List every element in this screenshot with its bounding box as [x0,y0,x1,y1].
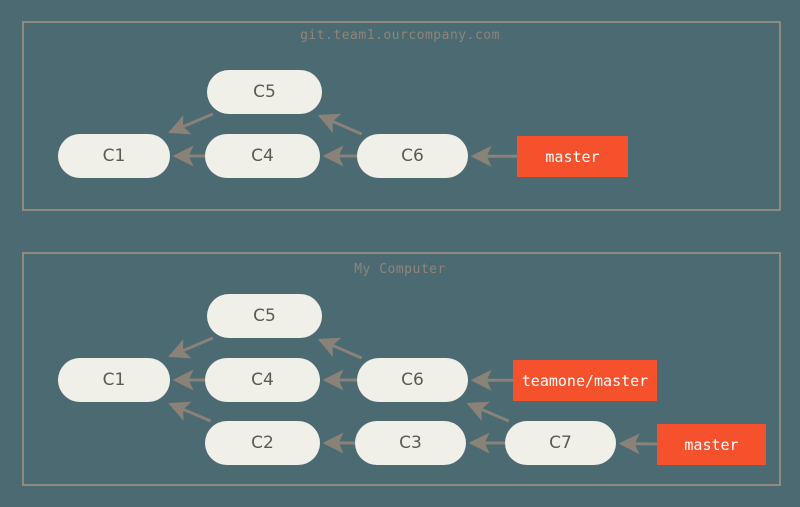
panel-remote-title: git.team1.ourcompany.com [300,28,500,43]
panel-local-repository [22,252,781,486]
commit-node-c5: C5 [207,294,322,338]
commit-node-c6: C6 [357,134,468,178]
panel-local-title: My Computer [354,262,446,277]
commit-node-c7: C7 [505,421,616,465]
commit-node-c1: C1 [58,134,170,178]
panel-remote-repository [22,21,781,211]
commit-node-c4: C4 [205,358,320,402]
commit-node-c6: C6 [357,358,468,402]
branch-label-teamone-master: teamone/master [513,360,657,401]
commit-node-c3: C3 [355,421,466,465]
commit-node-c4: C4 [205,134,320,178]
branch-label-master: master [517,136,628,177]
commit-node-c5: C5 [207,70,322,114]
branch-label-master: master [657,424,766,465]
commit-node-c1: C1 [58,358,170,402]
commit-node-c2: C2 [205,421,320,465]
